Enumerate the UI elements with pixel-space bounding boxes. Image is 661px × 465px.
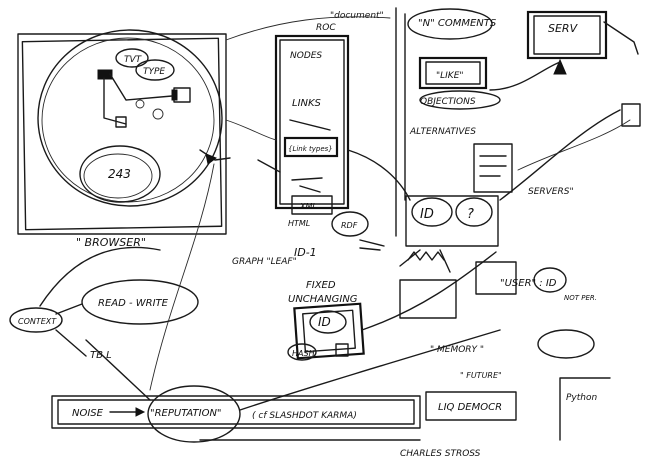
unchanging-label: UNCHANGING xyxy=(288,294,358,305)
python-bracket xyxy=(560,378,610,440)
not-per-label: NOT PER. xyxy=(564,294,597,302)
n-comments-label: "N" COMMENTS xyxy=(418,18,497,29)
context-label: CONTEXT xyxy=(18,317,57,326)
roc-label: ROC xyxy=(316,23,336,33)
user-memory-region: "USER" : ID NOT PER. " MEMORY " " FUTURE… xyxy=(400,252,610,440)
connector-servers-right xyxy=(518,120,630,170)
nodes-label: NODES xyxy=(290,51,322,61)
noise-arrow-head xyxy=(136,408,144,416)
future-bubble xyxy=(538,330,594,358)
links-label: LINKS xyxy=(292,98,322,109)
type-label: TYPE xyxy=(143,67,165,77)
document-box xyxy=(276,36,348,208)
reputation-up-line xyxy=(240,330,500,410)
liq-democr-label: LIQ DEMOCR xyxy=(438,402,502,413)
memory-label: " MEMORY " xyxy=(430,345,484,355)
id-1-label: ID-1 xyxy=(294,246,317,259)
user-id-label: "USER" : ID xyxy=(500,278,557,289)
graph-leaf-label: GRAPH "LEAF" xyxy=(232,257,297,267)
document-label: "document" xyxy=(330,11,384,21)
browser-dot-node xyxy=(136,100,144,108)
python-label: Python xyxy=(566,393,597,403)
server-side-marks xyxy=(604,22,638,54)
noise-banner-box xyxy=(52,396,420,428)
document-box-inner xyxy=(280,40,344,204)
browser-dot-node-2 xyxy=(153,109,163,119)
charles-stross-label: CHARLES STROSS xyxy=(400,449,481,459)
browser-arrow-head xyxy=(206,154,216,164)
tbl-label: TB L xyxy=(90,350,112,361)
servers-page xyxy=(474,144,512,192)
document-region: "document" ROC NODES LINKS {Link types} … xyxy=(232,11,384,267)
id-box-label: ID xyxy=(318,315,331,329)
context-region: CONTEXT READ - WRITE TB L xyxy=(10,247,198,400)
hash-label: HASH xyxy=(292,349,315,358)
connector-browser-doc xyxy=(226,120,276,140)
reputation-label: "REPUTATION" xyxy=(150,408,222,419)
browser-frame-outer xyxy=(18,34,226,234)
browser-frame-inner xyxy=(22,38,221,229)
like-to-server xyxy=(490,62,560,90)
servers-page-lines xyxy=(480,156,506,176)
id-question-circle xyxy=(456,198,492,226)
node-243-label: 243 xyxy=(108,167,131,181)
objections-label: OBJECTIONS xyxy=(420,97,476,107)
id-center-label: ID xyxy=(420,207,434,222)
tbl-arrow-line xyxy=(86,340,150,400)
id-question-mark: ? xyxy=(467,207,474,222)
slashdot-label: ( cf SLASHDOT KARMA) xyxy=(252,411,357,421)
comments-region: "N" COMMENTS "LIKE" OBJECTIONS ALTERNATI… xyxy=(396,8,640,236)
alternatives-label: ALTERNATIVES xyxy=(409,127,476,137)
fixed-id-region: FIXED UNCHANGING ID HASH xyxy=(288,252,496,360)
future-label: " FUTURE" xyxy=(460,371,502,380)
id-1-dots xyxy=(360,240,384,250)
browser-node-box-fill xyxy=(172,90,177,100)
link-types-label: {Link types} xyxy=(288,145,333,153)
rdf-label: RDF xyxy=(341,221,358,230)
tvt-label: TVT xyxy=(124,55,143,65)
fixed-label: FIXED xyxy=(306,280,336,291)
browser-region: TVT TYPE 243 " BROWSER" xyxy=(18,30,230,249)
html-label: HTML xyxy=(288,219,310,228)
link-types-to-id xyxy=(348,150,410,200)
server-label: SERV xyxy=(548,22,579,35)
servers-label: SERVERS" xyxy=(528,187,574,197)
like-label: "LIKE" xyxy=(436,71,464,81)
xml-label: XML xyxy=(299,202,317,211)
read-write-label: READ - WRITE xyxy=(98,298,169,309)
server-box xyxy=(528,12,606,58)
id-central-region: ID ? xyxy=(348,110,620,272)
connector-browser-reputation xyxy=(150,164,214,390)
context-to-rw xyxy=(56,304,82,314)
right-edge-box xyxy=(622,104,640,126)
noise-label: NOISE xyxy=(72,408,104,419)
browser-edge-1 xyxy=(110,74,172,100)
